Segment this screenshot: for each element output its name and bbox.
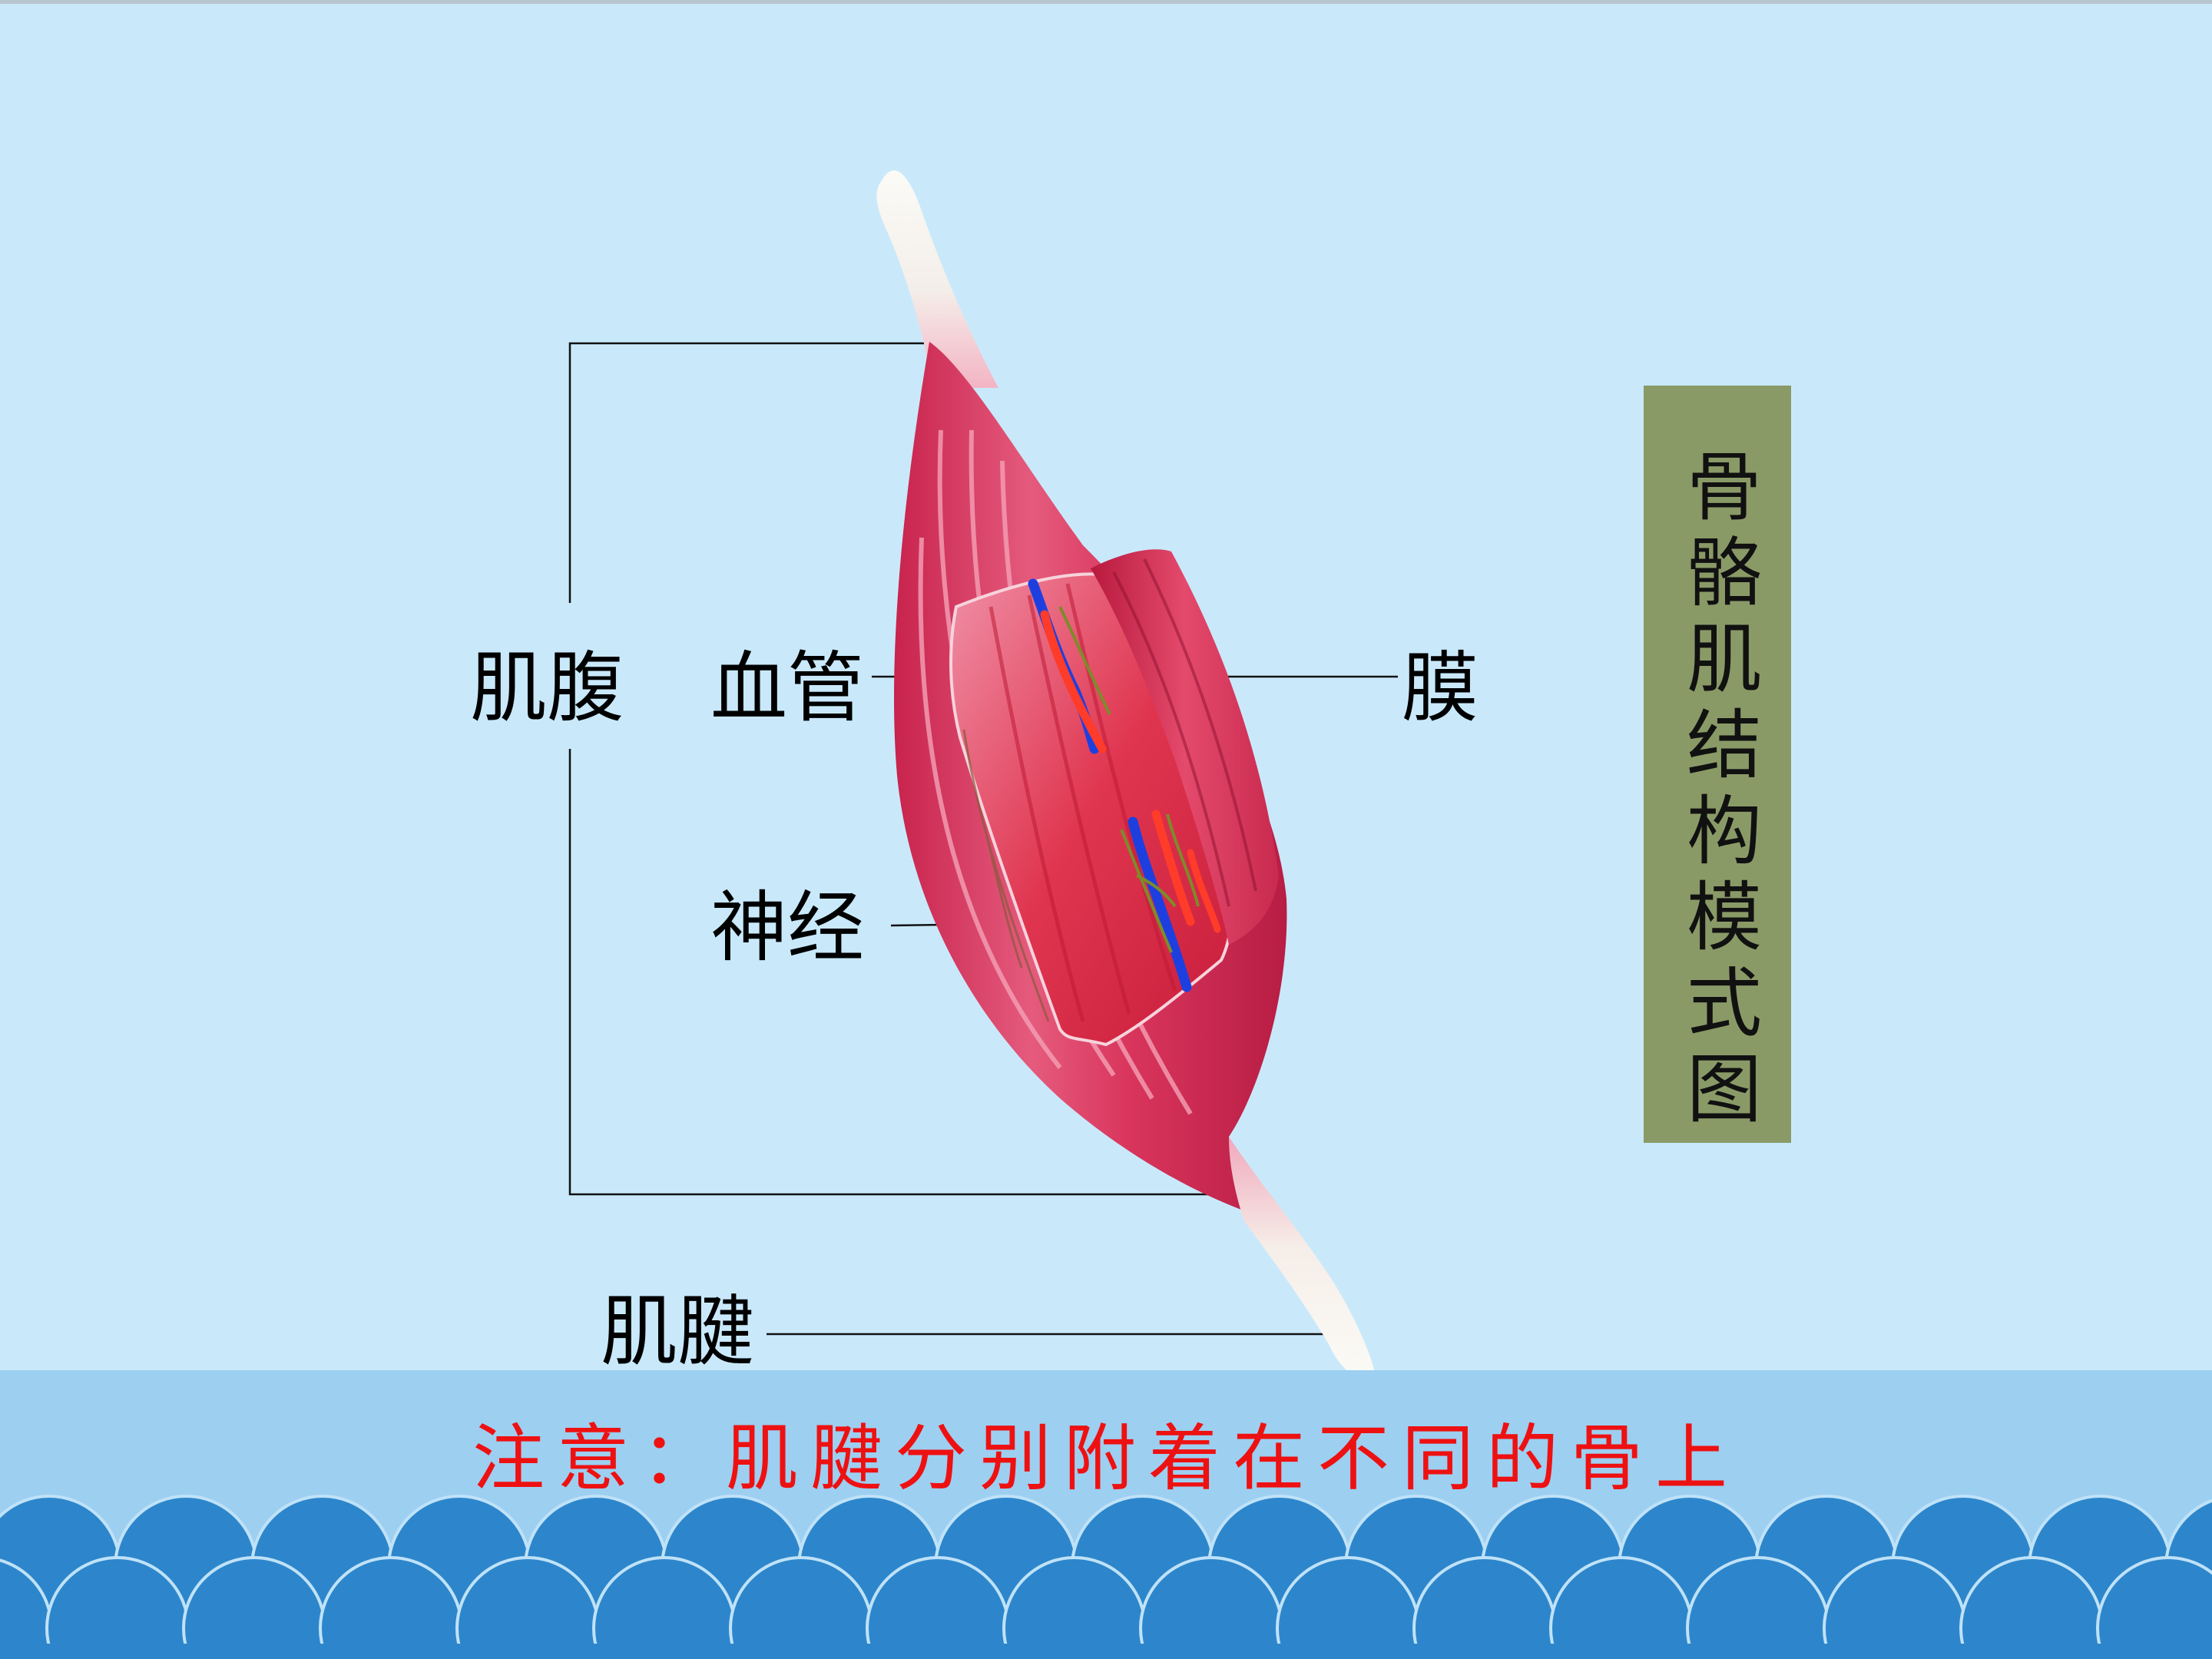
label-membrane: 膜 [1402, 643, 1479, 733]
nerve [1058, 606, 1200, 953]
belly-bracket-bottom [568, 749, 1248, 1196]
wave-scallop [2096, 1556, 2212, 1659]
cut-fibers [988, 583, 1177, 1022]
wave-base [0, 1644, 2212, 1659]
wave-decoration [0, 1495, 2212, 1659]
upper-tendon [876, 170, 998, 389]
label-muscle-belly: 肌腹 [470, 643, 624, 733]
label-blood-vessel: 血管 [710, 643, 864, 733]
belly-bracket-top [568, 342, 933, 603]
label-nerve: 神经 [710, 882, 864, 972]
title-box: 骨骼肌结构模式图 [1644, 386, 1791, 1143]
label-tendon: 肌腱 [601, 1286, 754, 1376]
note-text: 注意：肌腱分别附着在不同的骨上 [472, 1417, 1740, 1501]
top-border [0, 0, 2212, 4]
cut-edge-nerves [962, 729, 1050, 1022]
skeletal-muscle [876, 170, 1376, 1383]
flap-fibers [1112, 558, 1257, 907]
lower-tendon [1229, 1137, 1376, 1383]
diagram-title: 骨骼肌结构模式图 [1674, 447, 1761, 1135]
blood-vessel [1028, 578, 1221, 992]
